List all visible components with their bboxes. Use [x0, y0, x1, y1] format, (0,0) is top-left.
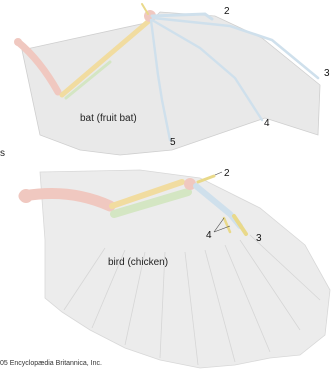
bat-digit-3-label: 3 [324, 68, 330, 79]
bat-wing-membrane [22, 12, 320, 155]
bat-digit-5-label: 5 [170, 137, 176, 148]
bird-shoulder [19, 189, 33, 203]
bat-thumb [142, 4, 148, 14]
bat-label: bat (fruit bat) [80, 113, 137, 124]
bird-digit-4-label: 4 [206, 230, 212, 241]
bird-digit-3-label: 3 [256, 233, 262, 244]
side-letter: s [0, 148, 5, 159]
bird-digit-2-label: 2 [224, 168, 230, 179]
bat-digit-2-label: 2 [224, 6, 230, 17]
bird-wing [19, 170, 330, 368]
bat-shoulder [14, 38, 22, 46]
bat-wing [14, 4, 320, 155]
copyright-credit: 05 Encyclopædia Britannica, Inc. [0, 360, 102, 367]
bat-digit-4-label: 4 [264, 118, 270, 129]
bird-label: bird (chicken) [108, 257, 168, 268]
